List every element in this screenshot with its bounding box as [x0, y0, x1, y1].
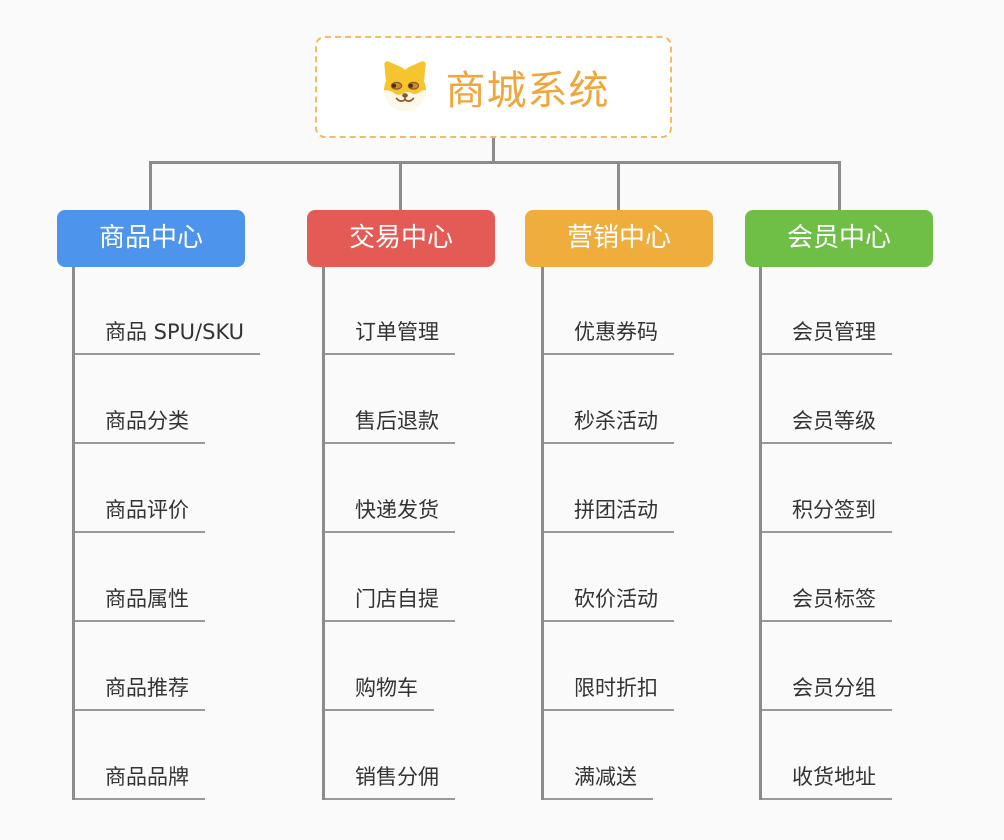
root-node[interactable]: 商城系统: [315, 36, 672, 138]
branch-column-member: 会员管理 会员等级 积分签到 会员标签 会员分组 收货地址: [759, 267, 982, 800]
leaf-node[interactable]: 收货地址: [762, 764, 892, 800]
connector-drop-trade: [399, 163, 402, 210]
branch-column-trade: 订单管理 售后退款 快递发货 门店自提 购物车 销售分佣: [322, 267, 545, 800]
leaf-node[interactable]: 订单管理: [325, 319, 455, 355]
leaf-node[interactable]: 商品 SPU/SKU: [75, 319, 261, 355]
leaf-node[interactable]: 限时折扣: [544, 675, 674, 711]
leaf-node[interactable]: 商品评价: [75, 497, 205, 533]
leaf-node[interactable]: 购物车: [325, 675, 434, 711]
connector-root-drop: [492, 138, 495, 164]
leaf-node[interactable]: 会员等级: [762, 408, 892, 444]
leaf-node[interactable]: 会员管理: [762, 319, 892, 355]
leaf-node[interactable]: 会员标签: [762, 586, 892, 622]
leaf-node[interactable]: 积分签到: [762, 497, 892, 533]
connector-bus: [149, 161, 841, 164]
leaf-node[interactable]: 销售分佣: [325, 764, 455, 800]
branch-column-product: 商品 SPU/SKU 商品分类 商品评价 商品属性 商品推荐 商品品牌: [72, 267, 295, 800]
branch-column-marketing: 优惠券码 秒杀活动 拼团活动 砍价活动 限时折扣 满减送: [541, 267, 764, 800]
leaf-node[interactable]: 商品属性: [75, 586, 205, 622]
leaf-node[interactable]: 满减送: [544, 764, 653, 800]
branch-header-product[interactable]: 商品中心: [57, 210, 245, 267]
leaf-node[interactable]: 商品分类: [75, 408, 205, 444]
leaf-node[interactable]: 会员分组: [762, 675, 892, 711]
leaf-node[interactable]: 快递发货: [325, 497, 455, 533]
leaf-node[interactable]: 商品品牌: [75, 764, 205, 800]
leaf-node[interactable]: 售后退款: [325, 408, 455, 444]
connector-drop-product: [149, 163, 152, 210]
root-title: 商城系统: [445, 68, 610, 114]
branch-header-member[interactable]: 会员中心: [745, 210, 933, 267]
connector-drop-marketing: [617, 163, 620, 210]
leaf-node[interactable]: 秒杀活动: [544, 408, 674, 444]
doge-icon: [378, 60, 432, 114]
branch-header-trade[interactable]: 交易中心: [307, 210, 495, 267]
branch-header-marketing[interactable]: 营销中心: [525, 210, 713, 267]
leaf-node[interactable]: 门店自提: [325, 586, 455, 622]
leaf-node[interactable]: 拼团活动: [544, 497, 674, 533]
leaf-node[interactable]: 砍价活动: [544, 586, 674, 622]
connector-drop-member: [838, 163, 841, 210]
leaf-node[interactable]: 商品推荐: [75, 675, 205, 711]
leaf-node[interactable]: 优惠券码: [544, 319, 674, 355]
